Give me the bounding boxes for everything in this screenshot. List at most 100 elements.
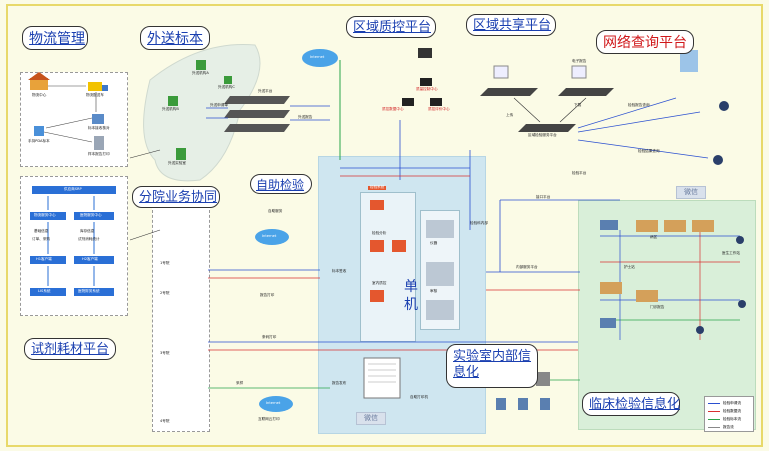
ward-photo [600, 282, 622, 294]
warehouse-roof-icon [28, 72, 50, 80]
branch-panel [152, 200, 210, 432]
barcode-label: 手持PDA标本 [28, 139, 50, 143]
order-label: 订单、采购 [32, 237, 50, 241]
internet-cloud-icon [302, 49, 338, 67]
weixin-badge[interactable]: 微信 [676, 186, 706, 199]
cloud-print-label: 互联网云打印 [258, 417, 280, 421]
quality-label: 室内质控 [372, 281, 387, 285]
legend-label: 检验标本流 [723, 417, 741, 421]
nurse-icon [696, 326, 704, 334]
inner-lab-label: 检验科内部 [470, 221, 488, 225]
kiosk-icon [518, 398, 528, 410]
ward-label: 病区 [650, 235, 658, 239]
network-query-callout: 网络查询平台 [596, 30, 694, 54]
pc-icon [600, 220, 618, 230]
outbound-node-label: 外送机构B [162, 107, 179, 111]
collect-label: 采样 [236, 381, 244, 385]
interface-label: 接口平台 [536, 195, 551, 199]
person-icon [713, 155, 723, 165]
clinical-panel [578, 200, 756, 430]
sample-box-icon [92, 114, 104, 124]
ward-photo [636, 220, 658, 232]
legend-label: 报告流 [723, 425, 734, 429]
building-icon [224, 76, 232, 84]
reagent-top-label: 供应商SRP [64, 187, 82, 191]
legend-label: 检验申请流 [723, 401, 741, 405]
building-icon [176, 148, 186, 160]
lab-inner-box [360, 192, 416, 342]
branch-node-label: 4号院 [160, 419, 170, 423]
lis-label: LIS系统 [38, 289, 51, 293]
region-platform-label: 区域检验服务平台 [528, 133, 557, 137]
pc-icon [600, 318, 616, 328]
legend-item: 检验申请流 [708, 401, 741, 406]
lab-platform-label: 检验平台 [572, 171, 587, 175]
share-center-server [518, 124, 576, 132]
weixin-badge[interactable]: 微信 [356, 412, 386, 425]
legend-swatch [708, 426, 720, 428]
nurse-label: 护士站 [624, 265, 635, 269]
self-check-callout: 自助检验 [250, 174, 312, 194]
building-icon [168, 96, 178, 106]
qc-center-label: 质量控制中心 [416, 87, 438, 91]
branch-node-label: 3号院 [160, 351, 170, 355]
inner-platform-label: 内部服务平台 [516, 265, 538, 269]
lab-system-label: 检验系统 [368, 185, 387, 190]
pda-icon [34, 126, 44, 136]
building-icon [196, 60, 206, 70]
share-down-label: 下载 [574, 103, 582, 107]
instrument-label: 仪器 [430, 241, 438, 245]
person-icon [719, 101, 729, 111]
outbound-report-label: 外送报告 [298, 115, 313, 119]
analysis-label: 检验分析 [372, 231, 387, 235]
h1-label: H1客户端 [36, 257, 52, 261]
print-label: 报告打印 [260, 293, 275, 297]
ward-photo [664, 220, 686, 232]
logistics-panel [20, 72, 128, 167]
legend-swatch [708, 410, 720, 412]
hospital-building-icon [680, 50, 698, 72]
kiosk-icon [496, 398, 506, 410]
sample-report-label: 样本报告打印 [88, 152, 110, 156]
internet-label: Internet [262, 234, 277, 238]
platform-plate [224, 96, 290, 104]
instrument-icon [392, 240, 406, 252]
qc-server-icon [430, 98, 442, 106]
analyzer-icon [426, 262, 454, 286]
share-up-label: 上传 [506, 113, 514, 117]
legend-swatch [708, 402, 720, 404]
lab-info-callout: 实验室内部信息化 [446, 344, 538, 388]
app-query-label: 检验结果查询 [638, 149, 660, 153]
sample-out-label: 报告发布 [332, 381, 347, 385]
report-doc-icon [571, 65, 587, 79]
sample-in-label: 标本签收 [332, 269, 347, 273]
net-report-label: 电子报告 [572, 59, 587, 63]
lab-info-text: 实验室内部信息化 [453, 349, 532, 380]
review-label: 审核 [430, 289, 438, 293]
weixin-report-label: 检验报告查询 [628, 103, 650, 107]
dist-center-label: 物流中心 [32, 93, 47, 97]
self-service-label: 自助服务 [268, 209, 283, 213]
instrument-icon [370, 240, 384, 252]
lab-report-doc [363, 357, 401, 399]
usage-label: 试剂消耗统计 [78, 237, 100, 241]
doctor-icon [738, 300, 746, 308]
qc-eval-label: 质控评价中心 [428, 107, 450, 111]
legend-label: 检验数据流 [723, 409, 741, 413]
outbound-node-label: 外送机构A [192, 71, 209, 75]
ward-photo [692, 220, 714, 232]
outbound-platform-label: 外送平台 [258, 89, 273, 93]
h2-label: H2客户端 [82, 257, 98, 261]
instrument-icon [370, 290, 384, 302]
report-doc-icon [493, 65, 509, 79]
outbound-node-label: 外送实验室 [168, 161, 186, 165]
regional-share-callout: 区域共享平台 [466, 14, 556, 36]
sample-check-label: 标本接收核对 [88, 126, 110, 130]
doctor-label: 医生工作站 [722, 251, 740, 255]
basic-info-label: 基础信息 [34, 229, 49, 233]
legend-item: 报告流 [708, 425, 734, 430]
flow-legend: 检验申请流 检验数据流 检验标本流 报告流 [704, 396, 754, 432]
self-print-label: 自助打印机 [410, 395, 428, 399]
barcode-print-label: 条码打印 [262, 335, 277, 339]
